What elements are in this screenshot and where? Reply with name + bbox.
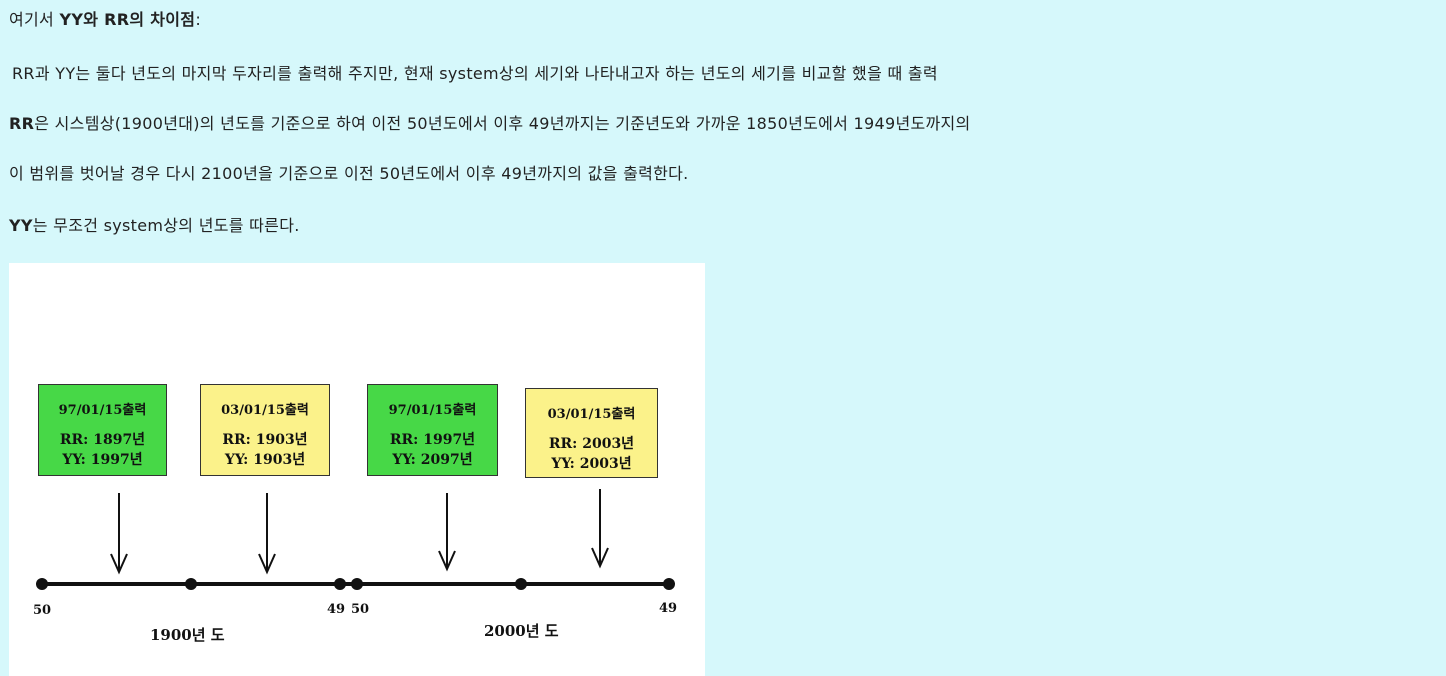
heading-suffix: : bbox=[195, 10, 202, 29]
paragraph-line-4: 이 범위를 벗어날 경우 다시 2100년을 기준으로 이전 50년도에서 이후… bbox=[9, 164, 689, 183]
box-rr-value: RR: 2003년 bbox=[548, 436, 635, 452]
timeline-dot-5 bbox=[515, 578, 527, 590]
box-title: 97/01/15출력 bbox=[58, 403, 147, 418]
paragraph-line-3-text: 은 시스템상(1900년대)의 년도를 기준으로 하여 이전 50년도에서 이후… bbox=[34, 114, 971, 133]
tick-label-50-left: 50 bbox=[33, 603, 52, 618]
arrow-2-head bbox=[258, 553, 276, 575]
heading-bold: YY와 RR의 차이점 bbox=[59, 10, 196, 29]
output-box-1: 97/01/15출력 RR: 1897년 YY: 1997년 bbox=[38, 384, 167, 476]
arrow-1-head bbox=[110, 553, 128, 575]
box-title: 97/01/15출력 bbox=[388, 403, 477, 418]
arrow-4-head bbox=[591, 547, 609, 569]
box-rr-value: RR: 1997년 bbox=[389, 432, 476, 448]
timeline-dot-3 bbox=[334, 578, 346, 590]
box-rr-value: RR: 1897년 bbox=[59, 432, 146, 448]
paragraph-line-2: RR과 YY는 둘다 년도의 마지막 두자리를 출력해 주지만, 현재 syst… bbox=[12, 64, 938, 83]
box-yy-value: YY: 1903년 bbox=[224, 452, 306, 468]
timeline-dot-6 bbox=[663, 578, 675, 590]
output-box-2: 03/01/15출력 RR: 1903년 YY: 1903년 bbox=[200, 384, 330, 476]
output-box-3: 97/01/15출력 RR: 1997년 YY: 2097년 bbox=[367, 384, 498, 476]
output-box-4: 03/01/15출력 RR: 2003년 YY: 2003년 bbox=[525, 388, 658, 478]
paragraph-line-5-text: 는 무조건 system상의 년도를 따른다. bbox=[32, 216, 300, 235]
tick-label-49-left: 49 bbox=[327, 602, 346, 617]
box-yy-value: YY: 2097년 bbox=[392, 452, 473, 468]
yy-term: YY bbox=[9, 216, 33, 235]
heading-line: 여기서 YY와 RR의 차이점: bbox=[9, 9, 201, 31]
timeline-dot-2 bbox=[185, 578, 197, 590]
timeline-graphic bbox=[36, 489, 675, 590]
rr-term: RR bbox=[9, 114, 35, 133]
box-title: 03/01/15출력 bbox=[221, 403, 309, 418]
era-label-2000: 2000년 도 bbox=[484, 622, 559, 640]
box-rr-value: RR: 1903년 bbox=[222, 432, 308, 448]
tick-label-50-right: 50 bbox=[351, 602, 370, 617]
paragraph-line-5: YY는 무조건 system상의 년도를 따른다. bbox=[9, 215, 300, 237]
rr-yy-diagram: 97/01/15출력 RR: 1897년 YY: 1997년 03/01/15출… bbox=[9, 263, 705, 676]
paragraph-line-3: RR은 시스템상(1900년대)의 년도를 기준으로 하여 이전 50년도에서 … bbox=[9, 113, 971, 135]
arrow-3-head bbox=[438, 550, 456, 572]
timeline-line bbox=[36, 578, 675, 590]
box-yy-value: YY: 2003년 bbox=[551, 456, 632, 472]
box-yy-value: YY: 1997년 bbox=[62, 452, 143, 468]
era-label-1900: 1900년 도 bbox=[150, 626, 225, 644]
heading-prefix: 여기서 bbox=[9, 10, 60, 29]
arrows bbox=[110, 489, 609, 575]
timeline-dot-4 bbox=[351, 578, 363, 590]
tick-label-49-right: 49 bbox=[659, 601, 678, 616]
timeline-dot-1 bbox=[36, 578, 48, 590]
box-title: 03/01/15출력 bbox=[547, 407, 636, 422]
